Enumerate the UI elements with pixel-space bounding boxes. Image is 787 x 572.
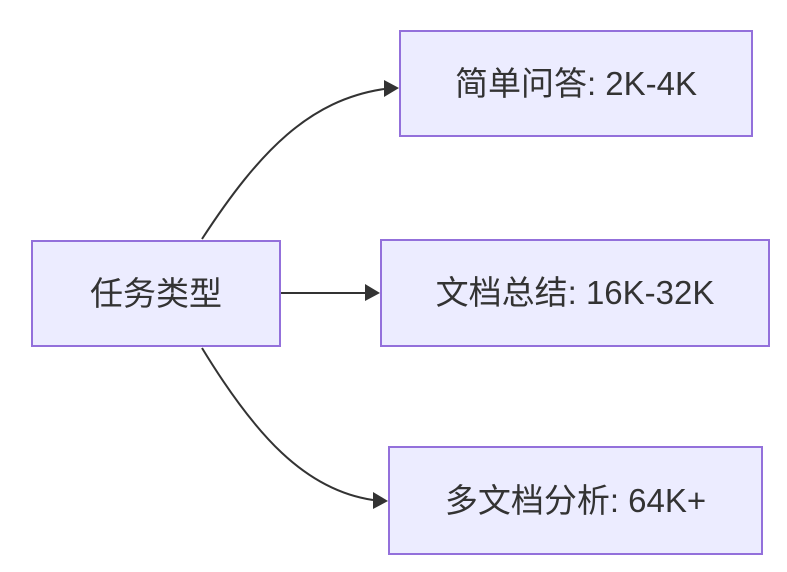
arrowhead-multi-doc-analysis: [373, 492, 388, 509]
node-multi-doc-analysis: 多文档分析: 64K+: [388, 446, 763, 555]
node-multi-doc-analysis-label: 多文档分析: 64K+: [444, 481, 707, 519]
node-simple-qa-label: 简单问答: 2K-4K: [454, 64, 698, 102]
edge-task-type-to-multi-doc-analysis: [201, 347, 374, 501]
node-doc-summary: 文档总结: 16K-32K: [380, 239, 770, 347]
arrowhead-doc-summary: [365, 284, 380, 301]
node-doc-summary-label: 文档总结: 16K-32K: [435, 274, 715, 312]
node-task-type-label: 任务类型: [90, 274, 222, 312]
arrowhead-simple-qa: [384, 80, 399, 97]
node-task-type: 任务类型: [31, 240, 281, 347]
edge-task-type-to-simple-qa: [201, 88, 385, 240]
node-simple-qa: 简单问答: 2K-4K: [399, 30, 753, 137]
